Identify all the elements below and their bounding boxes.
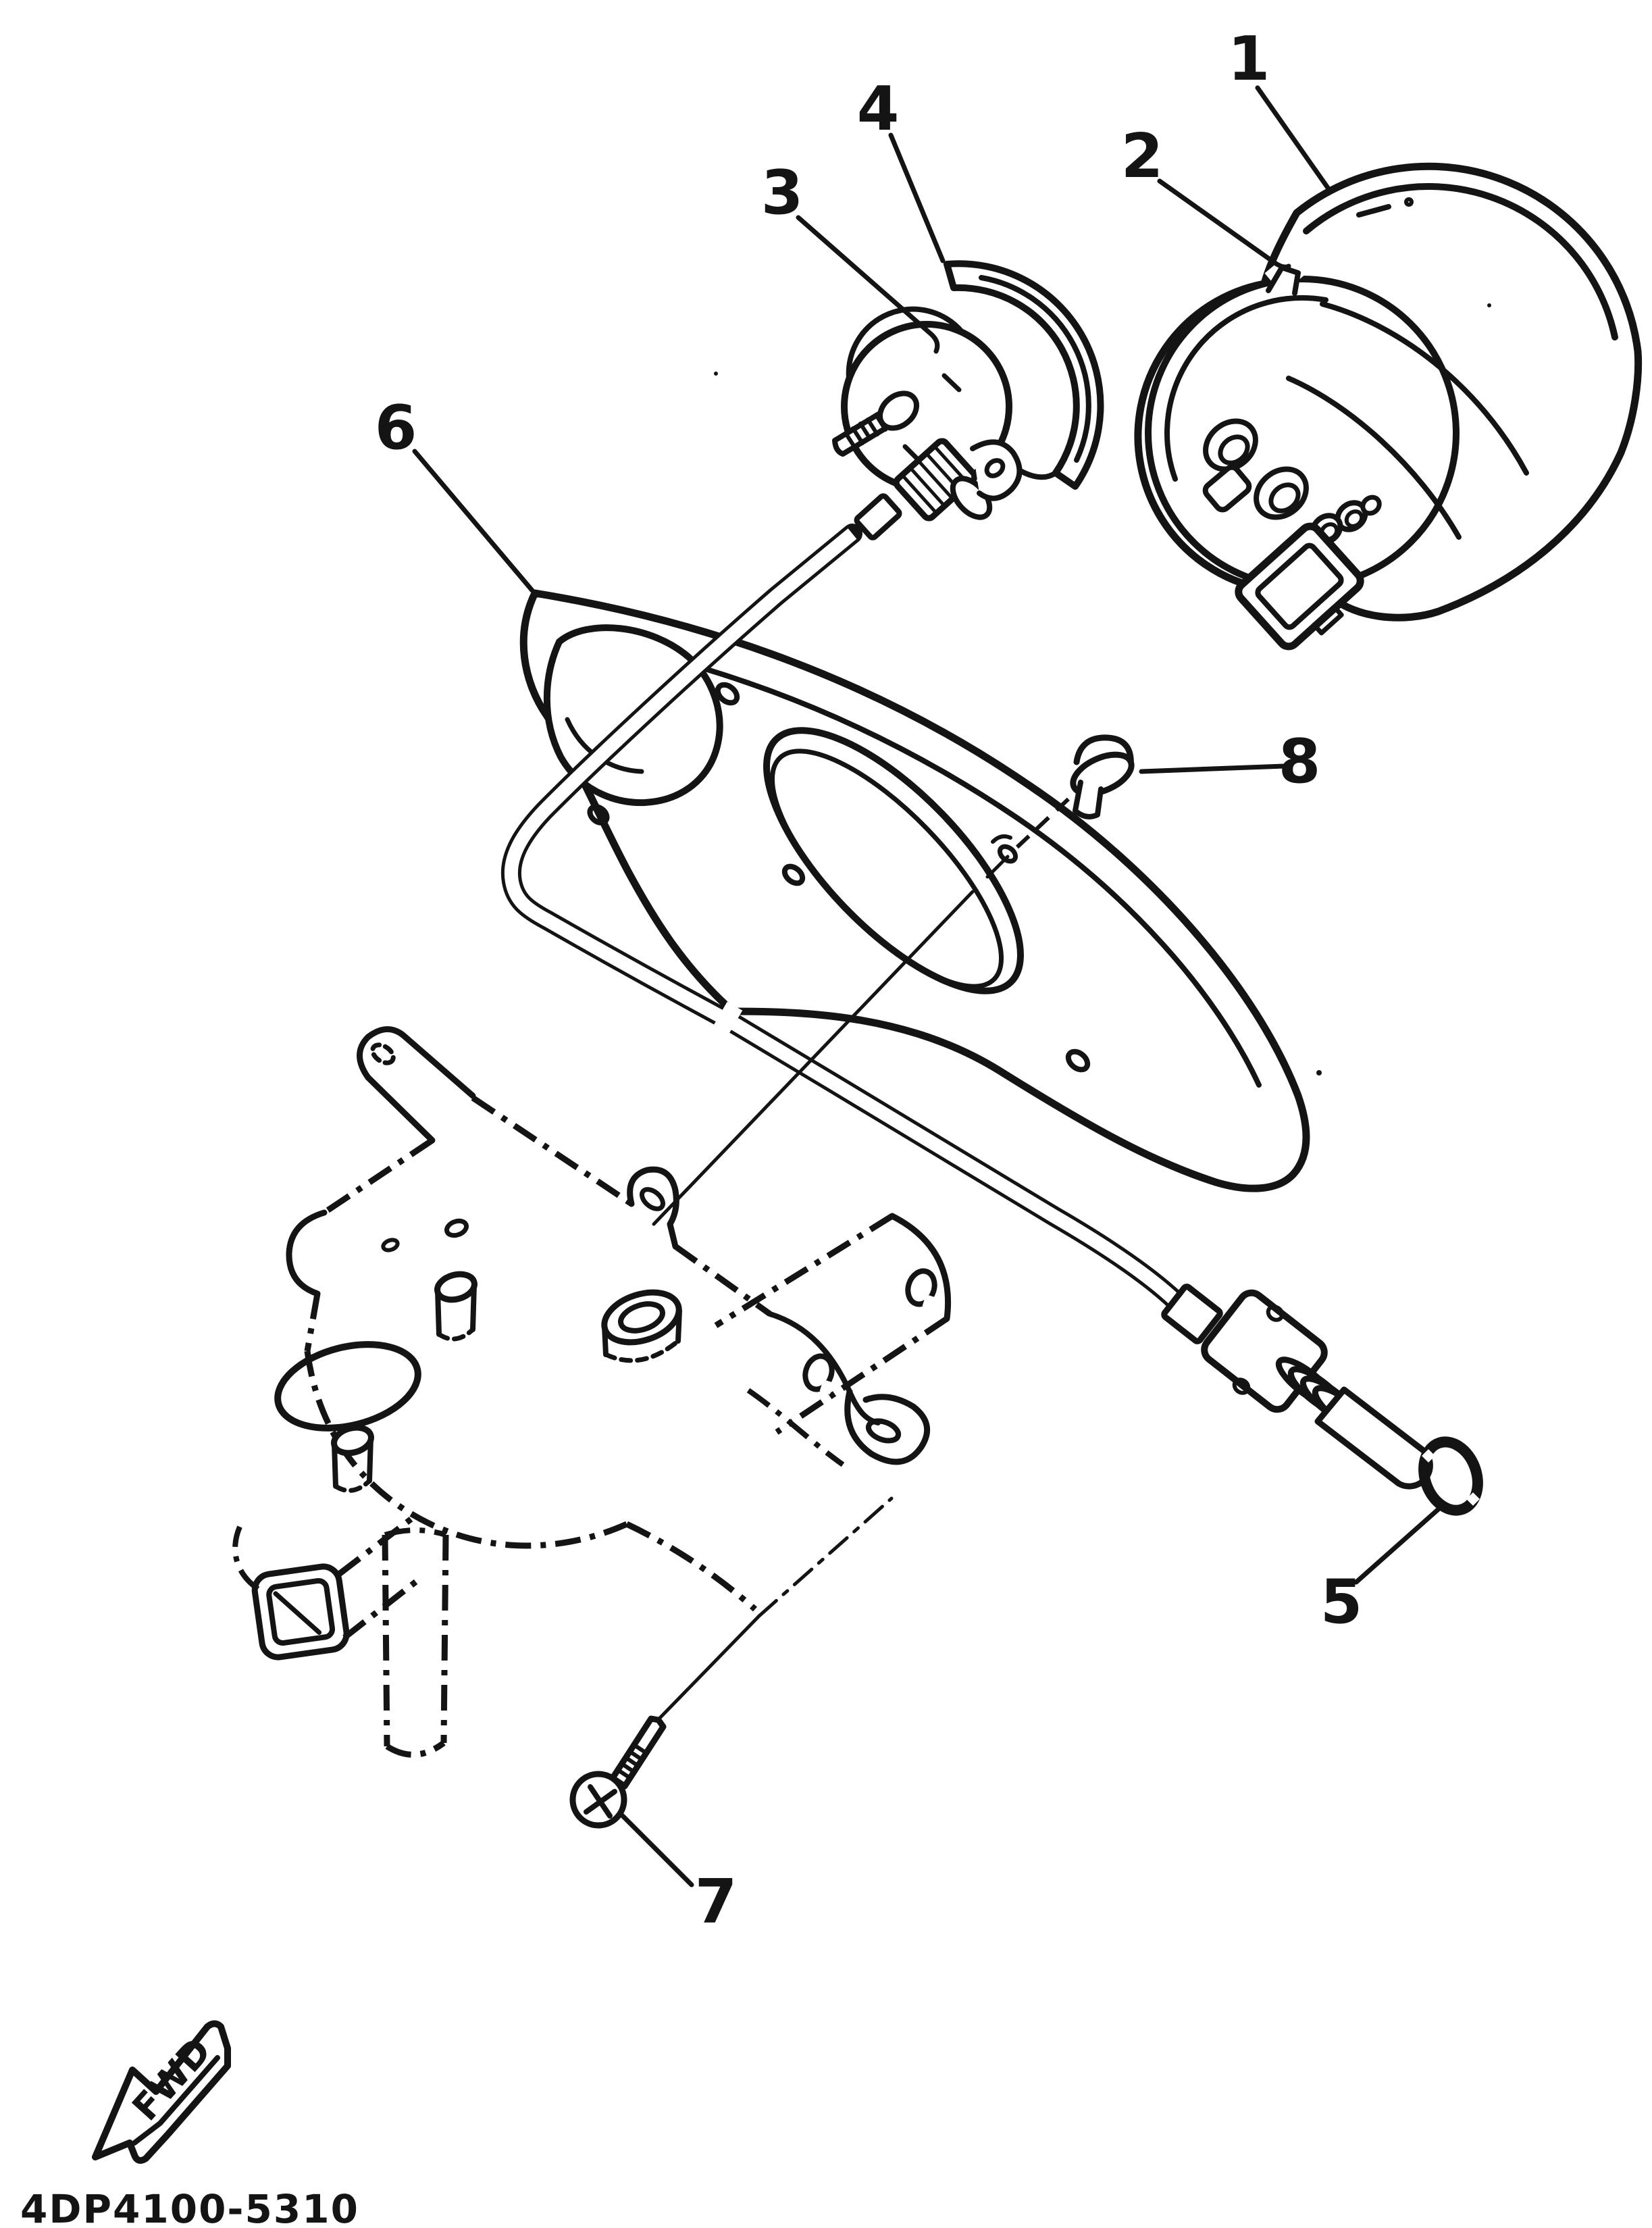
panel-hole (781, 863, 806, 886)
panel-hole (1065, 1048, 1091, 1073)
round-tube (382, 1527, 449, 1758)
square-tube (251, 1563, 350, 1661)
assembly-axis-lines (652, 784, 1084, 1721)
callout-1: 1 (1228, 24, 1270, 95)
gauge-ring (944, 260, 1104, 490)
o-ring (1418, 1436, 1483, 1516)
meter-connector (1235, 522, 1364, 651)
speedometer-cable (500, 524, 1185, 1311)
callout-6: 6 (375, 393, 417, 463)
gauge-stud (832, 390, 919, 457)
panel-hole (715, 682, 740, 706)
speedometer-assembly (1134, 162, 1643, 651)
callout-2: 2 (1121, 121, 1164, 192)
panel-hole (587, 804, 610, 826)
callout-7: 7 (695, 1867, 738, 1938)
meter-trim-ring (1303, 183, 1618, 340)
fwd-arrow: FWD (92, 2020, 231, 2164)
mounting-bracket (232, 1026, 952, 1758)
clamp-tab (970, 439, 1023, 501)
meter-panel (519, 589, 1310, 1192)
callout-8: 8 (1279, 726, 1321, 797)
callout-5: 5 (1320, 1567, 1363, 1638)
part-number: 4DP4100-5310 (20, 2186, 359, 2228)
callout-3: 3 (761, 157, 804, 228)
cable-end-fitting (1161, 1284, 1433, 1490)
grommet (1070, 734, 1135, 819)
callout-leaders (412, 85, 1443, 1888)
gauge-assembly (832, 260, 1104, 540)
callout-4: 4 (857, 74, 900, 145)
tapping-screw (569, 1715, 667, 1829)
